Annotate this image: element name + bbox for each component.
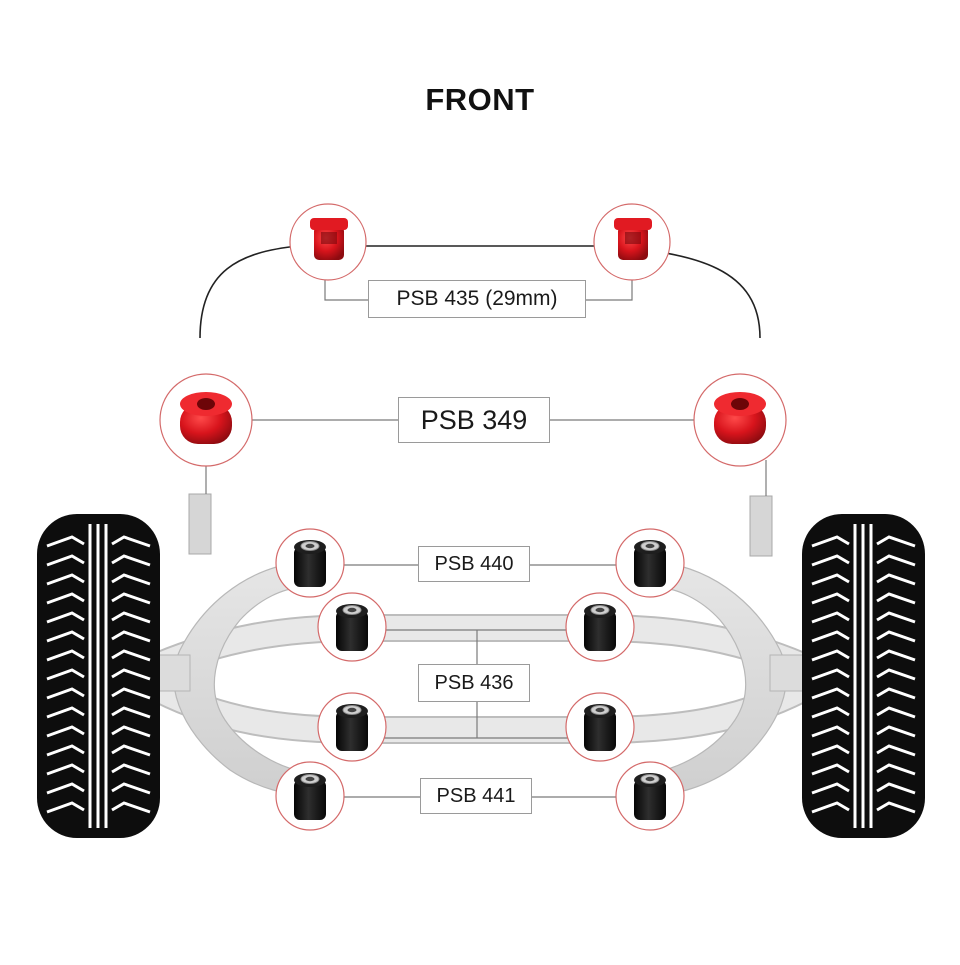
psb-436-label[interactable]: PSB 436 [418, 664, 530, 702]
black-bush-icon[interactable] [615, 528, 685, 598]
red-bush-icon[interactable] [593, 203, 671, 281]
psb-435-label[interactable]: PSB 435 (29mm) [368, 280, 586, 318]
psb-440-label[interactable]: PSB 440 [418, 546, 530, 582]
left-droplink [188, 493, 212, 555]
black-bush-icon[interactable] [317, 592, 387, 662]
red-bush-icon[interactable] [693, 373, 787, 467]
leader-lines [205, 272, 767, 798]
black-bush-icon[interactable] [275, 528, 345, 598]
black-bush-icon[interactable] [565, 592, 635, 662]
black-bush-icon[interactable] [275, 761, 345, 831]
psb-441-label[interactable]: PSB 441 [420, 778, 532, 814]
psb-349-label[interactable]: PSB 349 [398, 397, 550, 443]
black-bush-icon[interactable] [565, 692, 635, 762]
red-bush-icon[interactable] [289, 203, 367, 281]
right-tyre-icon [802, 514, 925, 838]
red-bush-icon[interactable] [159, 373, 253, 467]
front-title: FRONT [425, 82, 535, 117]
wishbones [149, 561, 811, 796]
right-droplink [749, 495, 773, 557]
black-bush-icon[interactable] [317, 692, 387, 762]
black-bush-icon[interactable] [615, 761, 685, 831]
left-tyre-icon [37, 514, 160, 838]
